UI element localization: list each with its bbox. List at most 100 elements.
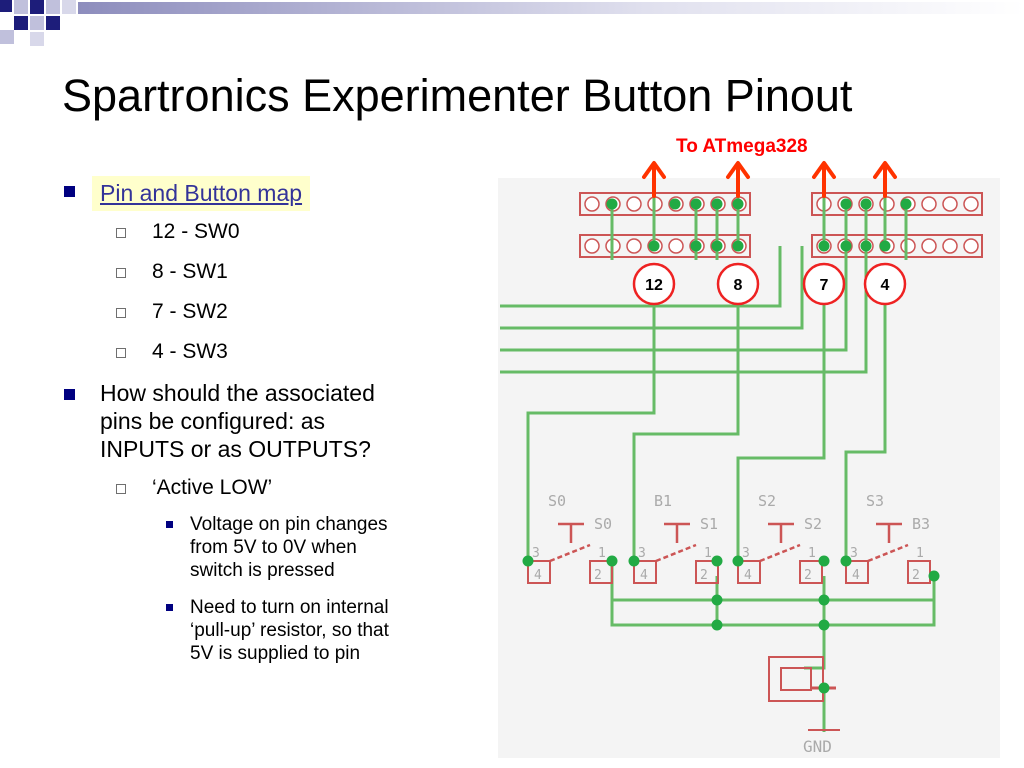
switch-top-label: S2: [758, 492, 776, 510]
junction-dot: [711, 619, 723, 631]
pad-number: 2: [594, 568, 602, 583]
junction-dot: [711, 555, 723, 567]
junction-dot: [732, 555, 744, 567]
hollow-square-bullet-icon: [116, 228, 126, 238]
junction-dot: [860, 240, 872, 252]
switch-side-label: S1: [700, 515, 718, 533]
junction-dot: [522, 555, 534, 567]
junction-dot: [840, 240, 852, 252]
pad-number: 2: [700, 568, 708, 583]
junction-dot: [628, 555, 640, 567]
bullet-question: How should the associated pins be config…: [62, 379, 472, 463]
pin-map-item: 12 - SW0: [152, 220, 240, 243]
pin-number-label: 7: [820, 277, 829, 294]
pad-number: 3: [532, 546, 540, 561]
junction-dot: [648, 240, 660, 252]
gnd-label: GND: [803, 737, 832, 756]
corner-squares-decoration: [0, 0, 1024, 60]
detail-bullet: Voltage on pin changes from 5V to 0V whe…: [62, 513, 472, 582]
up-arrow-icon: [873, 161, 897, 198]
junction-dot: [860, 198, 872, 210]
junction-dot: [840, 198, 852, 210]
slide-title: Spartronics Experimenter Button Pinout: [62, 70, 853, 121]
junction-dot: [606, 198, 618, 210]
detail-line: ‘pull-up’ resistor, so that: [190, 620, 389, 641]
to-atmega-callout: To ATmega328: [676, 136, 808, 157]
header-pin: [668, 238, 684, 254]
header-pin: [584, 238, 600, 254]
sub-bullet: 7 - SW2: [62, 299, 472, 325]
junction-dot: [606, 555, 618, 567]
junction-dot: [879, 240, 891, 252]
pad-number: 4: [852, 568, 860, 583]
detail-line: 5V is supplied to pin: [190, 643, 361, 664]
pad-number: 1: [916, 546, 924, 561]
junction-dot: [711, 198, 723, 210]
switch-side-label: S0: [594, 515, 612, 533]
schematic-background: [498, 178, 1000, 758]
pin-number-circle: 4: [863, 262, 907, 306]
question-line: How should the associated: [100, 380, 375, 406]
pad-number: 3: [638, 546, 646, 561]
pin-map-highlight: Pin and Button map: [92, 176, 311, 211]
junction-dot: [818, 594, 830, 606]
pad-number: 4: [534, 568, 542, 583]
junction-dot: [711, 594, 723, 606]
switch-side-label: B3: [912, 515, 930, 533]
hollow-square-bullet-icon: [116, 348, 126, 358]
up-arrow-icon: [812, 161, 836, 198]
header-pin: [900, 238, 916, 254]
header-pin: [626, 238, 642, 254]
pin-number-circle: 8: [716, 262, 760, 306]
header-pin: [921, 196, 937, 212]
junction-dot: [840, 555, 852, 567]
detail-line: Voltage on pin changes: [190, 514, 388, 535]
junction-dot: [928, 570, 940, 582]
pad-number: 1: [808, 546, 816, 561]
pin-and-button-map-link[interactable]: Pin and Button map: [100, 180, 303, 206]
up-arrow-icon: [642, 161, 666, 198]
header-pin: [584, 196, 600, 212]
header-pin: [626, 196, 642, 212]
square-bullet-icon: [64, 389, 75, 400]
pin-map-item: 8 - SW1: [152, 260, 228, 283]
junction-dot: [690, 240, 702, 252]
pin-number-circle: 12: [632, 262, 676, 306]
pin-number-label: 4: [881, 277, 890, 294]
square-bullet-icon: [166, 521, 173, 528]
sub-bullet: ‘Active LOW’: [62, 475, 472, 501]
pin-map-item: 7 - SW2: [152, 300, 228, 323]
pin-map-item: 4 - SW3: [152, 340, 228, 363]
pad-number: 4: [640, 568, 648, 583]
question-line: INPUTS or as OUTPUTS?: [100, 436, 371, 462]
pad-number: 1: [704, 546, 712, 561]
header-pin: [942, 238, 958, 254]
pad-number: 3: [742, 546, 750, 561]
pad-number: 2: [804, 568, 812, 583]
header-pin: [942, 196, 958, 212]
switch-top-label: S0: [548, 492, 566, 510]
detail-line: Need to turn on internal: [190, 597, 389, 618]
junction-dot: [818, 682, 830, 694]
hollow-square-bullet-icon: [116, 308, 126, 318]
header-pin: [921, 238, 937, 254]
header-pin: [879, 196, 895, 212]
pad-number: 2: [912, 568, 920, 583]
sub-bullet: 8 - SW1: [62, 259, 472, 285]
pad-number: 4: [744, 568, 752, 583]
switch-top-label: S3: [866, 492, 884, 510]
pin-number-circle: 7: [802, 262, 846, 306]
pad-number: 3: [850, 546, 858, 561]
header-pin: [963, 196, 979, 212]
switch-side-label: S2: [804, 515, 822, 533]
junction-dot: [818, 555, 830, 567]
junction-dot: [669, 198, 681, 210]
sub-bullet: 12 - SW0: [62, 219, 472, 245]
junction-dot: [690, 198, 702, 210]
active-low-text: ‘Active LOW’: [152, 476, 273, 499]
question-line: pins be configured: as: [100, 408, 326, 434]
bullet-pin-map: Pin and Button map: [62, 176, 472, 211]
